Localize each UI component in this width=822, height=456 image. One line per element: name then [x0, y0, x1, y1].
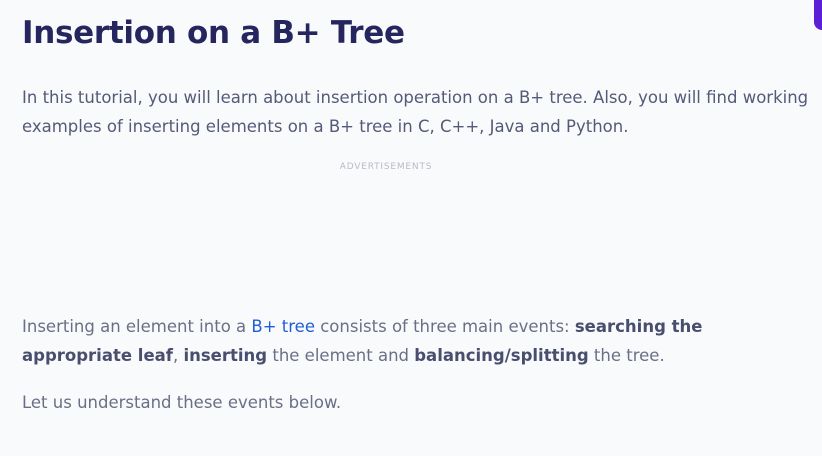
text-segment: Inserting an element into a: [22, 317, 252, 336]
text-segment: the tree.: [588, 346, 665, 365]
corner-accent: [814, 0, 822, 30]
text-segment: the element and: [267, 346, 415, 365]
understand-paragraph: Let us understand these events below.: [22, 393, 342, 412]
text-segment: consists of three main events:: [314, 317, 575, 336]
text-segment: ,: [172, 346, 184, 365]
b-plus-tree-link[interactable]: B+ tree: [251, 317, 315, 336]
bold-balancing-splitting: balancing/splitting: [414, 346, 589, 365]
events-paragraph: Inserting an element into a B+ tree cons…: [22, 312, 812, 370]
bold-inserting: inserting: [183, 346, 268, 365]
advertisements-label: ADVERTISEMENTS: [339, 162, 433, 172]
bold-searching-leaf: searching the appropriate leaf: [22, 317, 703, 365]
intro-paragraph: In this tutorial, you will learn about i…: [22, 88, 809, 136]
page-title: Insertion on a B+ Tree: [22, 15, 405, 51]
advertisement-slot: [22, 180, 772, 300]
